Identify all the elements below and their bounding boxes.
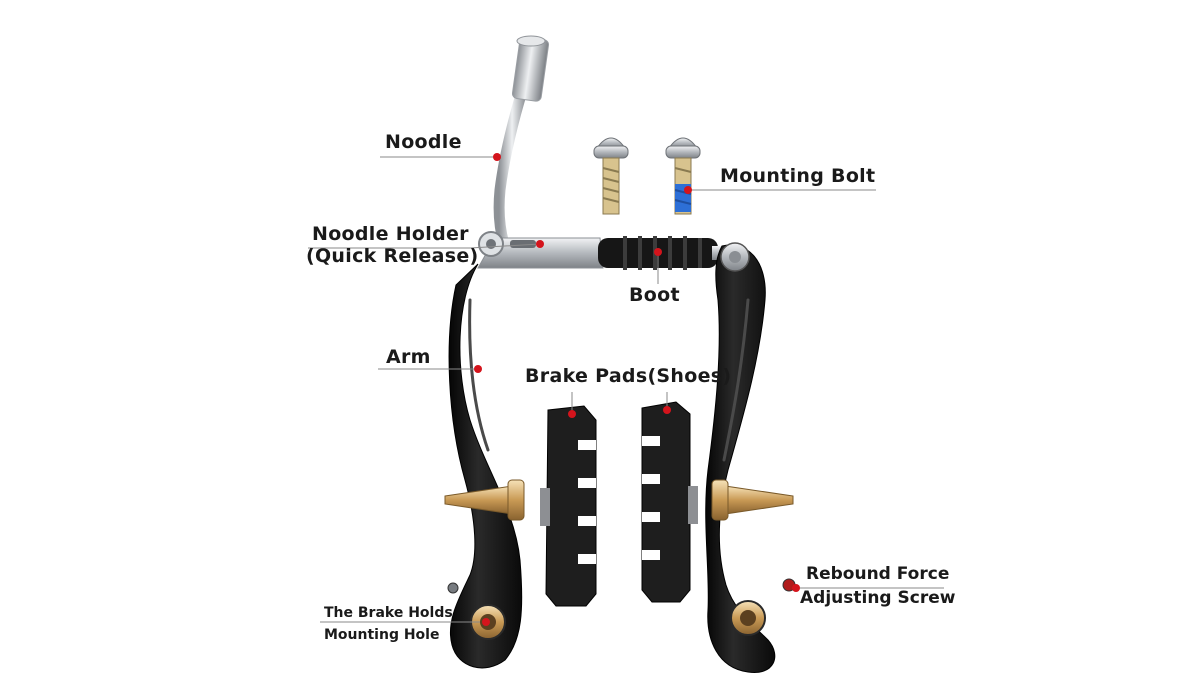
noodle-holder-label-line1: Noodle Holder xyxy=(312,223,469,245)
noodle xyxy=(493,35,550,250)
mounting-bolt-label: Mounting Bolt xyxy=(720,165,876,187)
leader-lines xyxy=(308,156,944,623)
noodle-holder xyxy=(477,231,604,269)
rebound-screw-label-line2: Adjusting Screw xyxy=(800,588,956,609)
arm-label: Arm xyxy=(386,346,431,368)
mounting-bolt-left xyxy=(593,137,629,215)
right-brake-pad xyxy=(641,401,698,603)
brake-pads-label: Brake Pads(Shoes) xyxy=(525,365,732,387)
rebound-screw-label-line1: Rebound Force xyxy=(806,564,950,584)
mounting-hole-label: The Brake Holds Mounting Hole xyxy=(324,603,453,646)
left-brake-pad xyxy=(540,405,597,607)
mounting-hole-label-line2: Mounting Hole xyxy=(324,626,440,643)
mounting-hole-label-line1: The Brake Holds xyxy=(324,605,453,621)
noodle-holder-label-line2: (Quick Release) xyxy=(306,245,479,268)
red-markers xyxy=(474,153,800,626)
pad-adjusters xyxy=(444,479,794,521)
noodle-label: Noodle xyxy=(385,131,462,153)
left-arm xyxy=(447,263,523,669)
boot xyxy=(598,236,732,270)
rebound-screw-label: Rebound Force Adjusting Screw xyxy=(800,564,955,608)
boot-label: Boot xyxy=(629,284,680,306)
noodle-holder-label: Noodle Holder (Quick Release) xyxy=(306,223,479,268)
mounting-bolt-right xyxy=(665,137,701,215)
right-arm xyxy=(705,242,796,673)
